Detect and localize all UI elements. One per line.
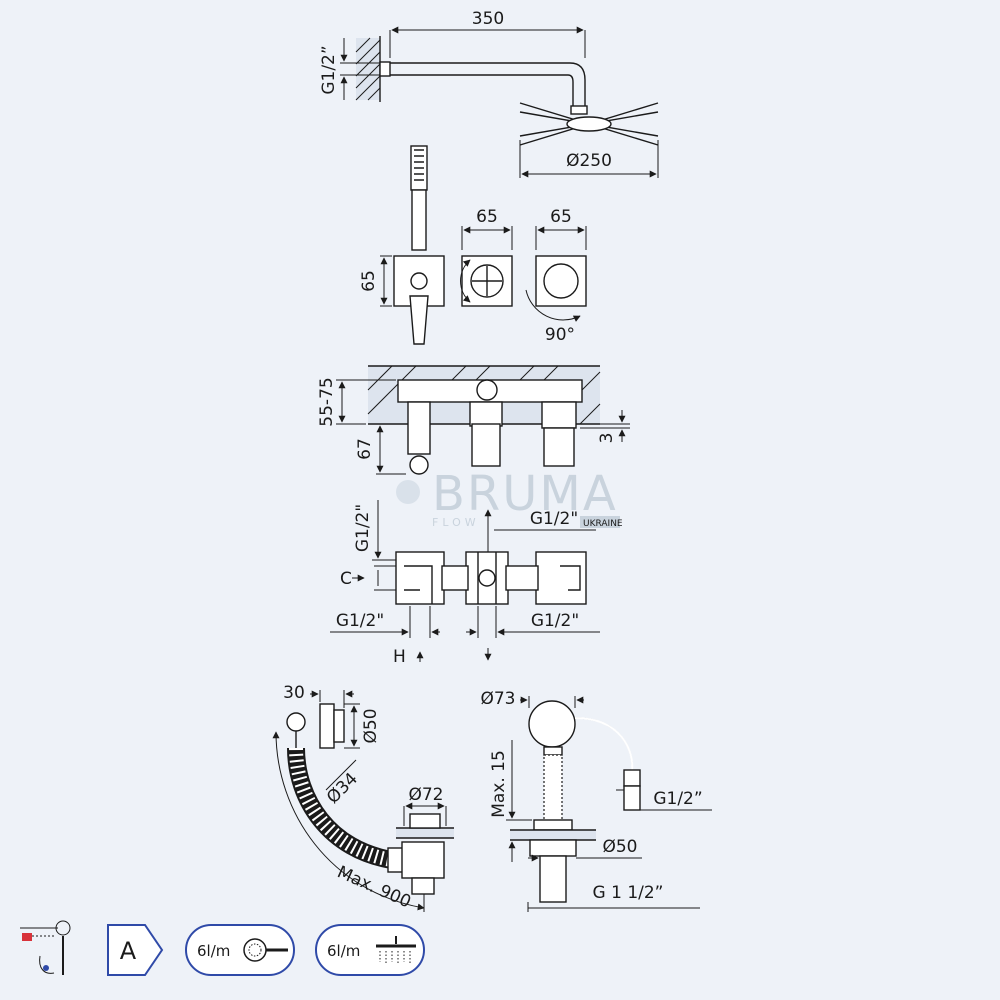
shower-head-plate [519,102,659,146]
mixer-right-width: 65 [550,207,572,227]
outlet-thread-label: G1/2” [653,789,702,809]
watermark-brand: BRUMA [432,466,618,522]
offset-label: 3 [597,433,617,444]
knob-diameter-label: Ø73 [480,689,515,709]
side-thread-label: G1/2" [336,611,384,631]
hand-shower-drawing: 65 [359,145,445,345]
drain-drawing: 30 Ø50 Ø34 Ø72 Max. 900 [272,683,454,913]
arm-thread-label: G1/2” [319,45,339,94]
head-flow-badge: 6l/m [315,924,425,976]
rotation-label: 90° [545,325,575,345]
top-thread-label: G1/2" [530,509,578,529]
hose-max-label: Max. 15 [489,750,509,818]
hose-diameter-label: Ø34 [323,769,362,808]
mixer-plates-drawing: 65 65 90° [460,207,587,345]
shower-head-drawing: 350 G1/2” Ø250 [319,9,659,178]
side-section-drawing: 55-75 67 3 [317,365,630,475]
hand-height-label: 65 [359,270,379,292]
plug-diameter-label: Ø72 [408,785,443,805]
head-diameter-label: Ø250 [566,151,612,171]
hand-flow-badge: 6l/m [185,924,295,976]
left-thread-label: G1/2" [353,504,373,552]
drain-width-label: 30 [283,683,305,703]
right-thread-label: G1/2" [531,611,579,631]
head-flow-label: 6l/m [327,942,360,960]
hand-flow-label: 6l/m [197,942,230,960]
arm-length-label: 350 [472,9,504,29]
c-label: C [340,569,352,589]
plate-diameter-label: Ø50 [361,708,381,743]
footer-badges: A 6l/m 6l/m [20,920,425,976]
spout-label: 67 [355,438,375,460]
mixer-left-width: 65 [476,207,498,227]
base-diameter-label: Ø50 [602,837,637,857]
side-depth-label: 55-75 [317,377,337,426]
watermark: BRUMA FLOW UKRAINE [396,466,623,529]
base-thread-label: G 1 1/2” [593,883,664,903]
mixer-type-icon [20,920,71,975]
watermark-tag: UKRAINE [583,519,623,529]
energy-class-label: A [120,937,137,965]
hand-shower-icon [243,938,267,962]
rain-shower-icon [376,936,416,965]
h-label: H [393,647,406,667]
body-drawing: G1/2" G1/2" C G1/2" H G1/2" [330,500,600,667]
watermark-sub: FLOW [432,516,480,529]
energy-class-badge: A [107,924,164,976]
wall-hatch [355,37,381,101]
hose-unit-drawing: Ø73 Max. 15 G1/2” Ø50 G 1 1/2” [480,689,712,912]
